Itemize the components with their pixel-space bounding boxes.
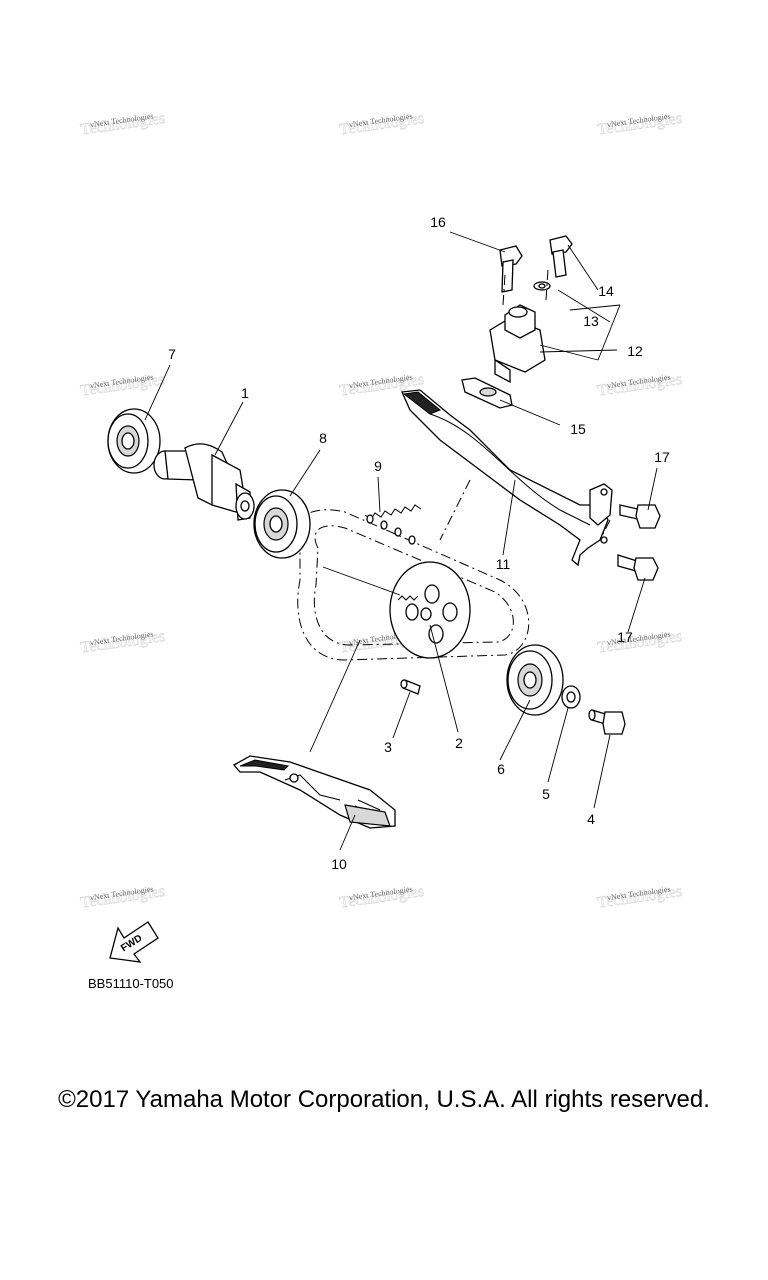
sprocket-part-2 <box>389 561 471 659</box>
bolt-part-4 <box>588 709 626 735</box>
bolt-part-16 <box>499 245 523 293</box>
leader-lines <box>144 231 658 851</box>
tensioner-body-part-12 <box>489 304 546 384</box>
callout-6: 6 <box>497 761 505 777</box>
bearing-part-8 <box>253 489 311 559</box>
copyright-notice: ©2017 Yamaha Motor Corporation, U.S.A. A… <box>58 1086 710 1113</box>
watermark: Technologies vNext Technologies <box>79 371 166 400</box>
spring-part-9 <box>364 504 422 545</box>
callout-8: 8 <box>319 430 327 446</box>
bolt-part-17-lower <box>617 554 659 581</box>
callout-17-lower: 17 <box>617 629 633 645</box>
chain-guide-part-10 <box>232 755 396 829</box>
watermark: Technologies vNext Technologies <box>596 110 683 139</box>
watermark: Technologies vNext Technologies <box>79 628 166 657</box>
bolt-part-14 <box>549 235 573 278</box>
callout-labels: 7 1 8 9 3 2 6 5 4 10 11 12 13 14 15 16 1… <box>168 214 670 872</box>
callout-13: 13 <box>583 313 599 329</box>
callout-2: 2 <box>455 735 463 751</box>
watermark: Technologies vNext Technologies <box>596 371 683 400</box>
callout-1: 1 <box>241 385 249 401</box>
diagram-code: BB51110-T050 <box>88 976 174 991</box>
callout-11: 11 <box>496 556 511 572</box>
callout-16: 16 <box>430 214 446 230</box>
callout-5: 5 <box>542 786 550 802</box>
washer-part-5 <box>561 685 581 709</box>
callout-17-upper: 17 <box>654 449 670 465</box>
tensioner-guide-part-11 <box>401 389 613 567</box>
callout-10: 10 <box>331 856 347 872</box>
callout-9: 9 <box>374 458 382 474</box>
washer-part-13 <box>533 281 551 291</box>
gasket-part-15 <box>461 377 513 409</box>
callout-3: 3 <box>384 739 392 755</box>
timing-chain-outline <box>295 509 530 661</box>
callout-15: 15 <box>570 421 586 437</box>
fwd-arrow: FWD <box>109 921 159 963</box>
alignment-lines <box>439 269 611 541</box>
callout-12: 12 <box>627 343 643 359</box>
watermark: Technologies vNext Technologies <box>338 110 425 139</box>
watermark: Technologies vNext Technologies <box>338 883 425 912</box>
bolt-part-17-upper <box>619 504 661 529</box>
watermark: Technologies vNext Technologies <box>79 110 166 139</box>
watermark: Technologies vNext Technologies <box>596 883 683 912</box>
callout-4: 4 <box>587 811 595 827</box>
watermark: Technologies vNext Technologies <box>79 883 166 912</box>
watermark: Technologies vNext Technologies <box>596 628 683 657</box>
plate-part-6 <box>506 644 564 716</box>
callout-14: 14 <box>598 283 614 299</box>
camshaft-part-1 <box>153 443 255 521</box>
dowel-pin-part-3 <box>400 679 421 695</box>
bearing-part-7 <box>107 408 161 474</box>
callout-7: 7 <box>168 346 176 362</box>
